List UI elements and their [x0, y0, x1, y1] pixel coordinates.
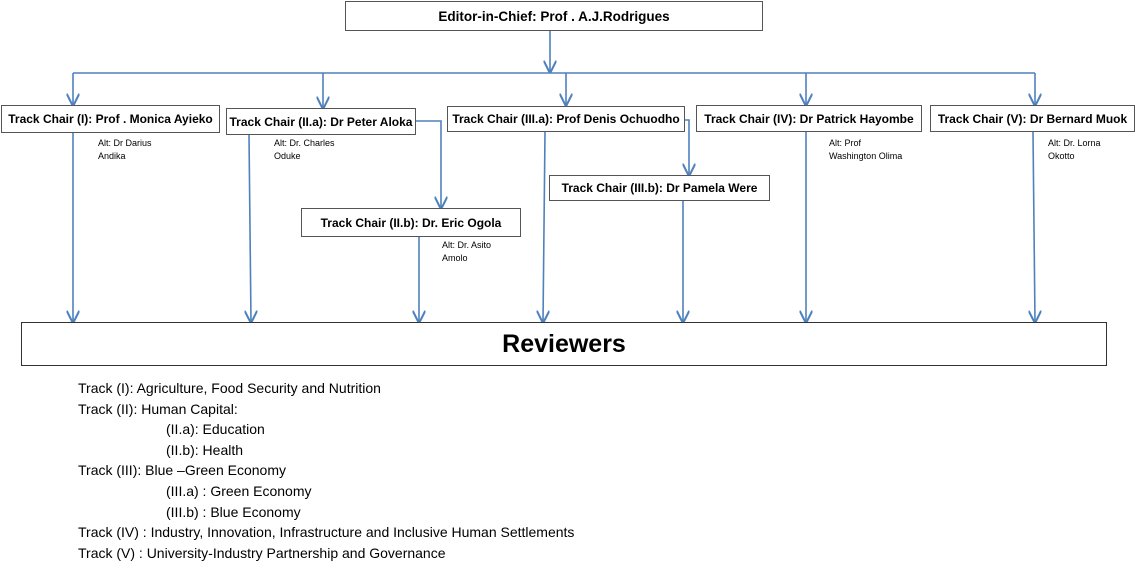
legend-line: Track (II): Human Capital: — [78, 400, 238, 417]
reviewers-box: Reviewers — [21, 322, 1107, 366]
track-chair-3b-label: Track Chair (III.b): Dr Pamela Were — [561, 181, 758, 195]
track-chair-5-alt: Alt: Dr. Lorna Okotto — [1048, 138, 1101, 161]
track-chair-3a-label: Track Chair (III.a): Prof Denis Ochuodho — [452, 112, 680, 126]
track-chair-2a-box: Track Chair (II.a): Dr Peter Aloka — [226, 108, 416, 135]
legend-subline: (II.b): Health — [166, 441, 244, 458]
track-chair-3b-box: Track Chair (III.b): Dr Pamela Were — [549, 175, 770, 201]
track-chair-4-alt: Alt: Prof Washington Olima — [829, 138, 903, 161]
track-chair-2b-label: Track Chair (II.b): Dr. Eric Ogola — [320, 215, 502, 230]
reviewers-label: Reviewers — [502, 329, 626, 358]
legend-subline: (II.a): Education — [166, 421, 265, 438]
legend-line: Track (IV) : Industry, Innovation, Infra… — [78, 524, 575, 541]
track-chair-2a-alt: Alt: Dr. Charles Oduke — [274, 138, 335, 161]
legend-line: Track (V) : University-Industry Partners… — [78, 544, 446, 561]
track-chair-2a-label: Track Chair (II.a): Dr Peter Aloka — [229, 114, 413, 129]
arrow-t2a-to-reviewers — [249, 134, 251, 322]
arrow-t3a-to-reviewers — [543, 131, 545, 322]
editor-in-chief-box: Editor-in-Chief: Prof . A.J.Rodrigues — [345, 1, 763, 31]
editor-in-chief-label: Editor-in-Chief: Prof . A.J.Rodrigues — [438, 8, 670, 24]
track-chair-5-label: Track Chair (V): Dr Bernard Muok — [937, 111, 1128, 126]
track-chair-1-box: Track Chair (I): Prof . Monica Ayieko — [1, 105, 220, 133]
track-chair-5-box: Track Chair (V): Dr Bernard Muok — [930, 105, 1135, 132]
legend-line: Track (III): Blue –Green Economy — [78, 462, 286, 479]
track-chair-1-label: Track Chair (I): Prof . Monica Ayieko — [8, 112, 213, 126]
track-chair-4-box: Track Chair (IV): Dr Patrick Hayombe — [696, 105, 922, 132]
track-chair-4-label: Track Chair (IV): Dr Patrick Hayombe — [704, 111, 914, 126]
track-chair-3a-box: Track Chair (III.a): Prof Denis Ochuodho — [447, 106, 685, 132]
track-chair-2b-box: Track Chair (II.b): Dr. Eric Ogola — [301, 208, 521, 237]
legend-subline: (III.a) : Green Economy — [166, 482, 312, 499]
track-chair-1-alt: Alt: Dr Darius Andika — [98, 138, 152, 161]
arrow-t2a-to-t2b — [416, 120, 441, 208]
legend-line: Track (I): Agriculture, Food Security an… — [78, 380, 381, 396]
track-legend: Track (I): Agriculture, Food Security an… — [78, 378, 574, 563]
arrow-t5-to-reviewers — [1033, 131, 1035, 322]
legend-subline: (III.b) : Blue Economy — [166, 503, 301, 520]
track-chair-2b-alt: Alt: Dr. Asito Amolo — [442, 240, 492, 263]
